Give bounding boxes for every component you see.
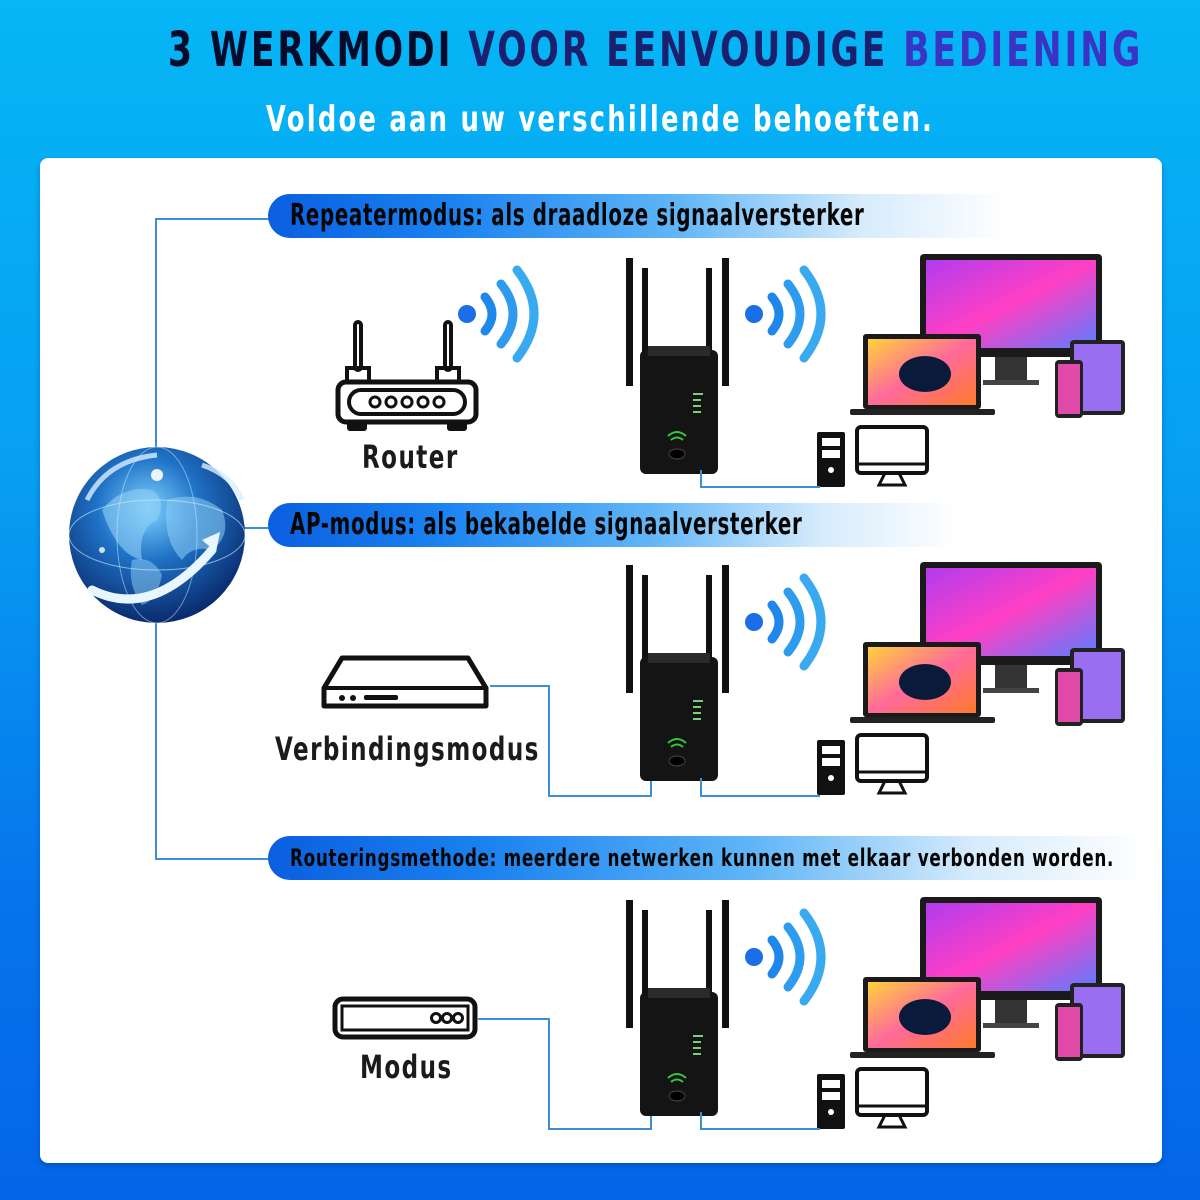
wifi-signal-icon <box>742 570 832 675</box>
ethernet-wire <box>548 795 652 797</box>
wifi-signal-icon <box>742 905 832 1010</box>
wifi-extender-icon <box>618 900 738 1130</box>
ethernet-wire <box>700 486 820 488</box>
ethernet-wire <box>548 685 550 797</box>
desktop-computer-icon <box>815 732 930 797</box>
source-label-connection-mode: Verbindingsmodus <box>275 730 540 768</box>
mode-banner-label: AP-modus: als bekabelde signaalversterke… <box>290 507 803 542</box>
client-devices-image <box>845 560 1125 740</box>
ethernet-wire <box>478 1018 550 1020</box>
desktop-computer-icon <box>815 1066 930 1131</box>
wifi-signal-icon <box>455 262 545 367</box>
client-devices-image <box>845 252 1125 432</box>
ethernet-wire <box>490 685 550 687</box>
title-part-1: 3 WERKMODI <box>167 22 454 78</box>
mode-banner-repeater: Repeatermodus: als draadloze signaalvers… <box>268 194 1008 238</box>
ethernet-wire <box>700 778 702 797</box>
ethernet-wire <box>700 1128 820 1130</box>
globe-icon <box>62 440 252 630</box>
ethernet-wire <box>700 1112 702 1130</box>
modem-box-icon <box>332 996 478 1040</box>
router-icon <box>335 318 480 433</box>
page-subtitle: Voldoe aan uw verschillende behoeften. <box>265 99 935 140</box>
mode-banner-label: Routeringsmethode: meerdere netwerken ku… <box>290 844 1115 872</box>
page-title: 3 WERKMODI VOOR EENVOUDIGE BEDIENING <box>167 20 1140 80</box>
desktop-computer-icon <box>815 424 930 489</box>
source-label-router: Router <box>362 438 459 476</box>
wire-branch-1 <box>155 218 275 220</box>
ethernet-wire <box>548 1128 652 1130</box>
wifi-extender-icon <box>618 258 738 488</box>
ethernet-wire <box>700 470 702 488</box>
wire-branch-3 <box>155 858 275 860</box>
wire-branch-2 <box>240 527 275 529</box>
modem-icon <box>320 655 490 713</box>
mode-banner-label: Repeatermodus: als draadloze signaalvers… <box>290 198 865 233</box>
source-label-mode: Modus <box>360 1048 453 1086</box>
ethernet-wire <box>650 1112 652 1130</box>
title-part-3: BEDIENING <box>903 22 1144 78</box>
wifi-signal-icon <box>742 262 832 367</box>
mode-banner-routing: Routeringsmethode: meerdere netwerken ku… <box>268 836 1148 880</box>
wifi-extender-icon <box>618 565 738 795</box>
title-part-2: VOOR EENVOUDIGE <box>468 22 889 78</box>
ethernet-wire <box>548 1018 550 1130</box>
client-devices-image <box>845 895 1125 1075</box>
mode-banner-ap: AP-modus: als bekabelde signaalversterke… <box>268 503 958 547</box>
ethernet-wire <box>650 778 652 797</box>
ethernet-wire <box>700 795 820 797</box>
